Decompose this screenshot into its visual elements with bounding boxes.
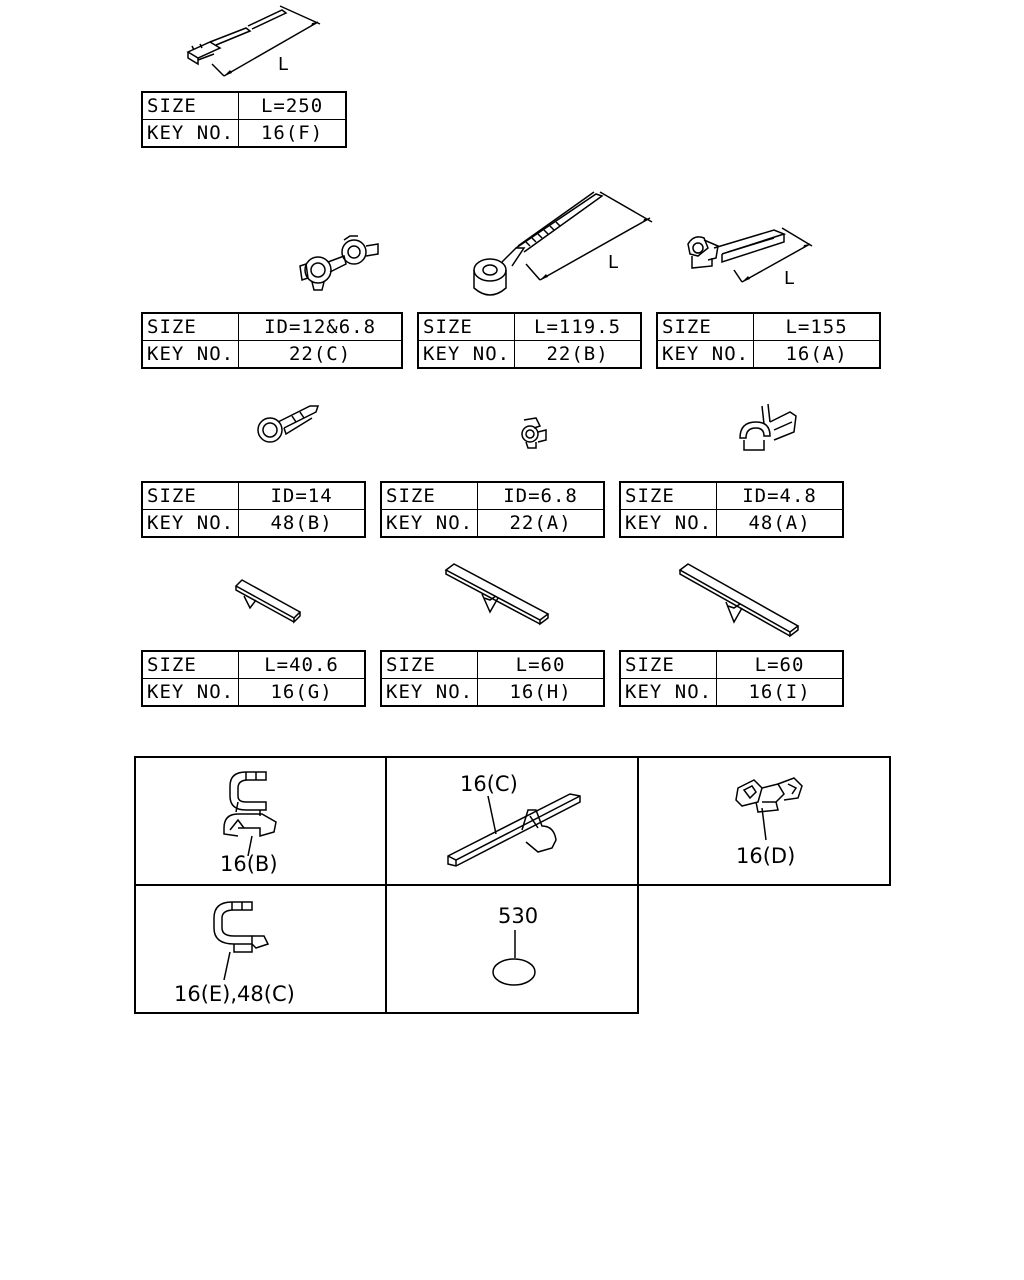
clip-16d-drawing	[735, 777, 803, 841]
cable-tie-22b-drawing: L	[473, 191, 653, 296]
band-16f-drawing: L	[186, 5, 321, 77]
size-value: ID=14	[238, 481, 366, 510]
size-label: SIZE	[141, 312, 240, 341]
key-no-label: KEY NO.	[417, 340, 516, 369]
key-no-label: KEY NO.	[141, 678, 240, 707]
clip-16e-48c-drawing	[213, 901, 270, 980]
key-no-value: 16(A)	[753, 340, 881, 369]
key-no-label: KEY NO.	[619, 509, 718, 538]
grommet-530-drawing	[492, 930, 536, 986]
key-no-value: 16(G)	[238, 678, 366, 707]
size-value: ID=6.8	[477, 481, 605, 510]
grid-border	[134, 756, 136, 1014]
size-label: SIZE	[619, 481, 718, 510]
key-no-value: 22(A)	[477, 509, 605, 538]
callout-label-16d: 16(D)	[736, 844, 796, 868]
callout-label-530: 530	[498, 904, 539, 928]
key-no-label: KEY NO.	[380, 678, 479, 707]
ring-clip-48b-drawing	[257, 405, 320, 443]
size-value: L=60	[477, 650, 605, 679]
size-value: ID=12&6.8	[238, 312, 403, 341]
size-value: L=250	[238, 91, 347, 120]
parts-grid: 16(B) 16(C) 16(D)	[134, 756, 891, 1014]
key-no-value: 22(B)	[514, 340, 642, 369]
size-value: L=155	[753, 312, 881, 341]
size-label: SIZE	[619, 650, 718, 679]
grid-border	[134, 756, 891, 758]
size-label: SIZE	[380, 481, 479, 510]
dimension-label: L	[784, 268, 794, 289]
size-value: L=119.5	[514, 312, 642, 341]
clip-16b-drawing	[223, 771, 277, 856]
key-no-label: KEY NO.	[141, 340, 240, 369]
key-no-value: 48(B)	[238, 509, 366, 538]
size-label: SIZE	[141, 481, 240, 510]
key-no-label: KEY NO.	[141, 509, 240, 538]
size-label: SIZE	[417, 312, 516, 341]
key-no-label: KEY NO.	[656, 340, 755, 369]
key-no-value: 16(I)	[716, 678, 844, 707]
clip-band-16a-drawing: L	[687, 227, 813, 289]
small-clip-22a-drawing	[521, 417, 547, 449]
size-label: SIZE	[380, 650, 479, 679]
callout-label-16c: 16(C)	[460, 772, 518, 796]
size-label: SIZE	[141, 650, 240, 679]
key-no-value: 22(C)	[238, 340, 403, 369]
dimension-label: L	[278, 54, 288, 75]
key-no-value: 16(H)	[477, 678, 605, 707]
size-label: SIZE	[656, 312, 755, 341]
grid-border	[889, 756, 891, 886]
size-value: L=40.6	[238, 650, 366, 679]
grid-border	[637, 756, 639, 1014]
key-no-value: 48(A)	[716, 509, 844, 538]
double-clamp-22c-drawing	[299, 235, 379, 291]
grid-border	[385, 756, 387, 1014]
dimension-label: L	[608, 252, 618, 273]
callout-label-16b: 16(B)	[220, 852, 278, 876]
key-no-label: KEY NO.	[619, 678, 718, 707]
strap-clip-16c-drawing	[447, 793, 581, 867]
size-label: SIZE	[141, 91, 240, 120]
grid-border	[134, 884, 891, 886]
callout-label-16e-48c: 16(E),48(C)	[174, 982, 295, 1006]
strap-clip-16i-drawing	[678, 563, 800, 638]
key-no-label: KEY NO.	[380, 509, 479, 538]
size-value: ID=4.8	[716, 481, 844, 510]
clip-48a-drawing	[739, 403, 797, 451]
key-no-value: 16(F)	[238, 119, 347, 148]
strap-clip-16h-drawing	[444, 563, 550, 626]
size-value: L=60	[716, 650, 844, 679]
strap-clip-16g-drawing	[234, 579, 302, 624]
key-no-label: KEY NO.	[141, 119, 240, 148]
